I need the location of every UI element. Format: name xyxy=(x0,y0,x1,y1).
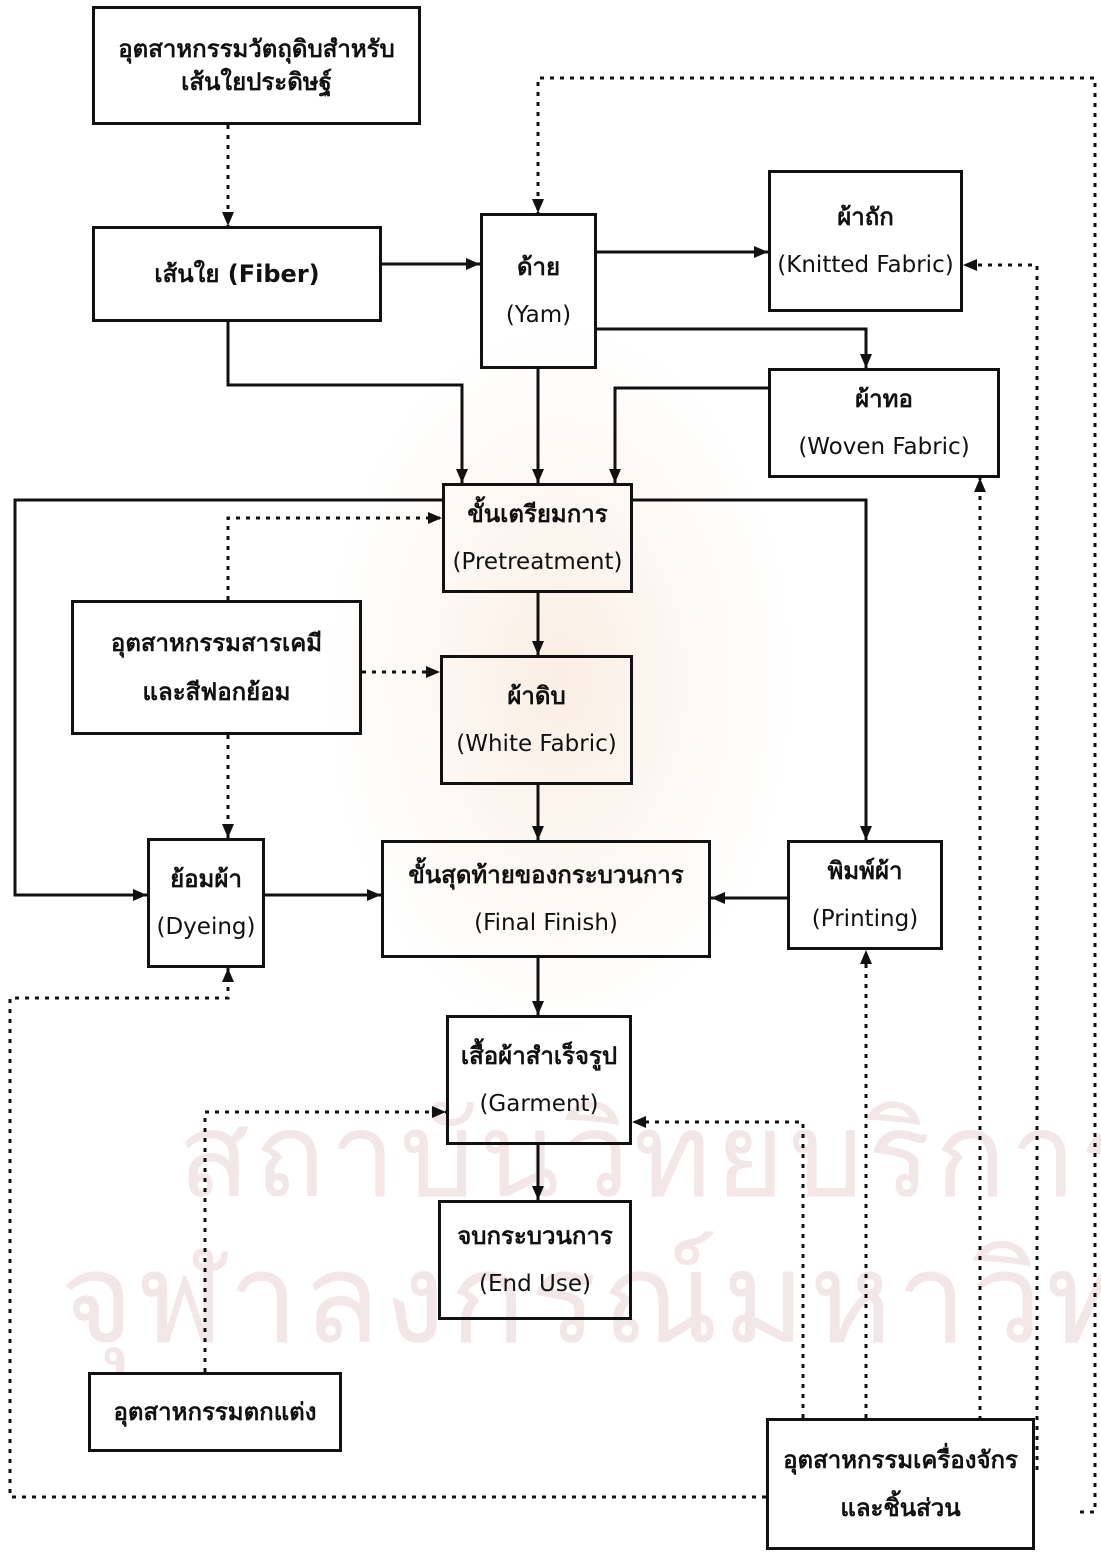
arrowhead xyxy=(532,469,544,483)
node-sublabel: (Pretreatment) xyxy=(452,548,623,575)
arrowhead xyxy=(367,889,381,901)
node-label: และชิ้นส่วน xyxy=(840,1494,961,1522)
arrowhead xyxy=(711,892,725,904)
node-chemical-industry: อุตสาหกรรมสารเคมี และสีฟอกย้อม xyxy=(71,600,362,735)
node-label: ผ้าถัก xyxy=(837,203,894,232)
edge-chem-pretreatment xyxy=(226,516,442,600)
arrowhead xyxy=(428,512,442,524)
arrowhead xyxy=(860,826,872,840)
node-sublabel: (Knitted Fabric) xyxy=(777,251,954,278)
edge-decoration-garment xyxy=(203,1110,446,1372)
node-sublabel: (Dyeing) xyxy=(156,913,256,940)
node-label: ผ้าดิบ xyxy=(507,682,566,711)
arrowhead xyxy=(632,1116,646,1128)
edge-machinery-dyeing xyxy=(8,968,766,1499)
edge-machinery-yarn xyxy=(536,76,1097,1514)
node-label: เส้นใยประดิษฐ์ xyxy=(181,67,332,96)
arrowhead xyxy=(222,824,234,838)
node-dyeing: ย้อมผ้า (Dyeing) xyxy=(147,838,265,968)
node-sublabel: (Final Finish) xyxy=(474,909,618,936)
arrowhead xyxy=(974,478,986,492)
arrowhead xyxy=(963,259,977,271)
node-printing: พิมพ์ผ้า (Printing) xyxy=(787,840,943,950)
arrowhead xyxy=(860,950,872,964)
node-label: ด้าย xyxy=(516,253,561,282)
node-label: ขั้นสุดท้ายของกระบวนการ xyxy=(408,861,684,890)
arrowhead xyxy=(532,199,544,213)
edge-pretreatment-dyeing xyxy=(13,498,442,897)
node-sublabel: (End Use) xyxy=(479,1270,591,1297)
node-fiber: เส้นใย (Fiber) xyxy=(92,226,382,322)
node-label: อุตสาหกรรมสารเคมี xyxy=(110,629,323,658)
edge-machinery-knitted xyxy=(963,263,1039,1470)
edge-fiber-pretreatment xyxy=(226,322,464,483)
edge-yarn-woven xyxy=(597,327,868,368)
edge-woven-pretreatment xyxy=(613,386,768,483)
node-yarn: ด้าย (Yam) xyxy=(480,213,597,369)
node-label: จบกระบวนการ xyxy=(457,1222,613,1251)
arrowheads xyxy=(133,199,986,1200)
node-label: พิมพ์ผ้า xyxy=(827,857,903,886)
node-knitted-fabric: ผ้าถัก (Knitted Fabric) xyxy=(768,170,963,312)
arrowhead xyxy=(609,469,621,483)
node-label: ขั้นเตรียมการ xyxy=(467,500,608,529)
node-sublabel: (Garment) xyxy=(479,1090,599,1117)
node-pretreatment: ขั้นเตรียมการ (Pretreatment) xyxy=(442,483,633,593)
node-decoration-industry: อุตสาหกรรมตกแต่ง xyxy=(88,1372,342,1452)
node-label: และสีฟอกย้อม xyxy=(142,677,291,706)
node-label: อุตสาหกรรมตกแต่ง xyxy=(113,1397,317,1426)
node-label: อุตสาหกรรมเครื่องจักร xyxy=(783,1445,1018,1474)
node-final-finish: ขั้นสุดท้ายของกระบวนการ (Final Finish) xyxy=(381,840,711,958)
arrowhead xyxy=(222,212,234,226)
arrowhead xyxy=(532,1001,544,1015)
node-sublabel: (Woven Fabric) xyxy=(798,433,970,460)
node-label: เส้นใย (Fiber) xyxy=(154,259,320,288)
arrowhead xyxy=(222,968,234,982)
node-sublabel: (White Fabric) xyxy=(456,730,617,757)
arrowhead xyxy=(532,826,544,840)
node-woven-fabric: ผ้าทอ (Woven Fabric) xyxy=(768,368,1000,478)
node-label: ผ้าทอ xyxy=(855,385,913,414)
node-label: อุตสาหกรรมวัตถุดิบสำหรับ xyxy=(118,35,395,64)
node-end-use: จบกระบวนการ (End Use) xyxy=(438,1200,632,1320)
node-sublabel: (Yam) xyxy=(505,301,572,328)
arrowhead xyxy=(860,354,872,368)
arrowhead xyxy=(432,1106,446,1118)
node-sublabel: (Printing) xyxy=(811,905,919,932)
arrowhead xyxy=(466,258,480,270)
edge-pretreatment-printing xyxy=(633,498,868,840)
node-raw-material-industry: อุตสาหกรรมวัตถุดิบสำหรับ เส้นใยประดิษฐ์ xyxy=(92,6,421,125)
node-garment: เสื้อผ้าสำเร็จรูป (Garment) xyxy=(446,1015,632,1145)
arrowhead xyxy=(456,469,468,483)
node-label: ย้อมผ้า xyxy=(170,865,242,894)
edge-machinery-garment xyxy=(632,1120,805,1418)
arrowhead xyxy=(133,889,147,901)
arrowhead xyxy=(754,246,768,258)
arrowhead xyxy=(532,641,544,655)
node-white-fabric: ผ้าดิบ (White Fabric) xyxy=(440,655,633,785)
node-machinery-industry: อุตสาหกรรมเครื่องจักร และชิ้นส่วน xyxy=(766,1418,1035,1550)
arrowhead xyxy=(532,1186,544,1200)
node-label: เสื้อผ้าสำเร็จรูป xyxy=(460,1042,618,1071)
arrowhead xyxy=(426,666,440,678)
